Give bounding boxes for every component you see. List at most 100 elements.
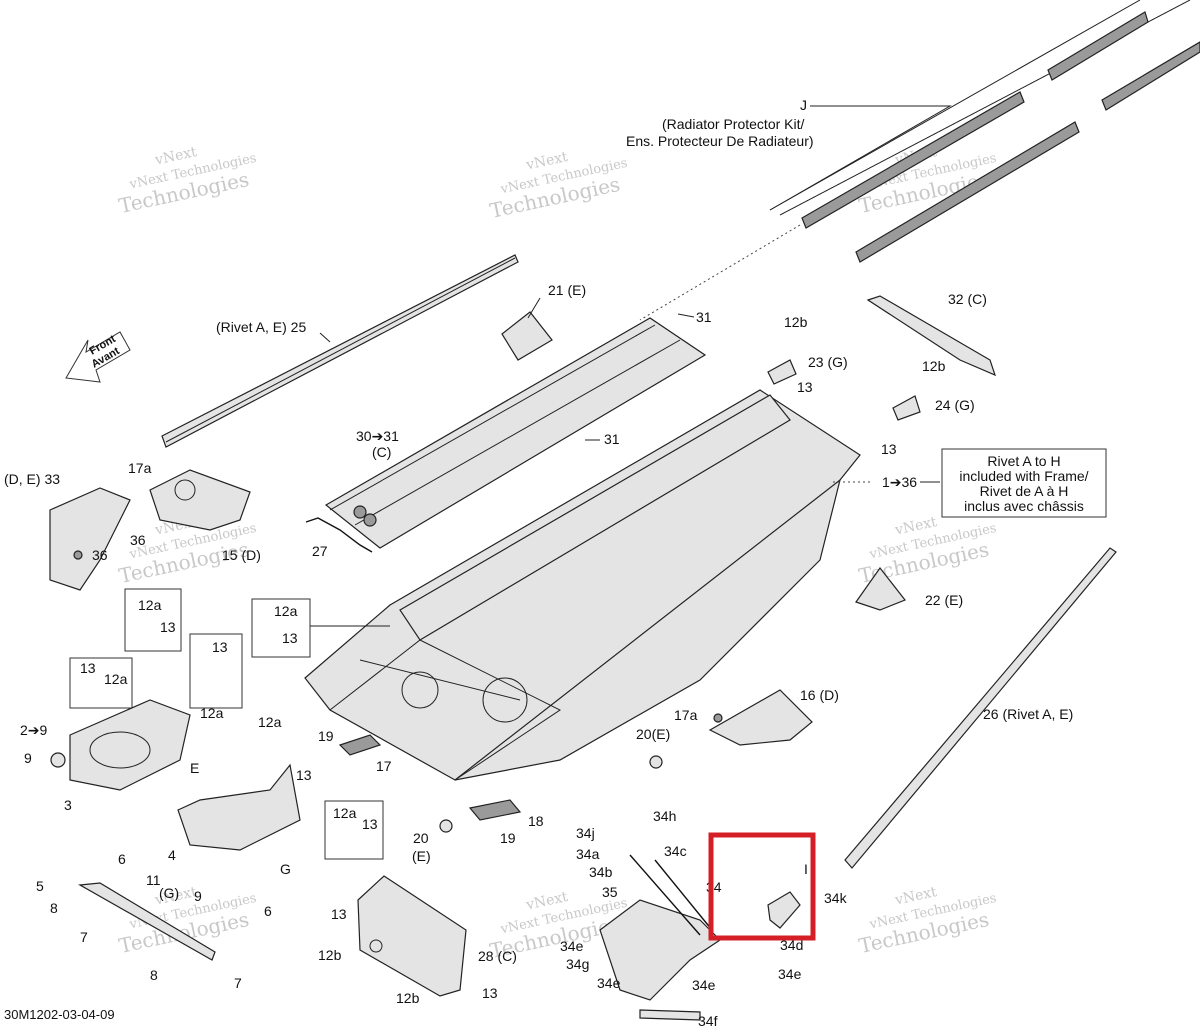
label-34j: 34j xyxy=(576,825,595,841)
part-34-support[interactable]: 34h 34j 34a 34c 34b 34 35 34e 34g 34e 34… xyxy=(560,808,803,1028)
label-13-9: 13 xyxy=(331,906,347,922)
kit-label-fr: Ens. Protecteur De Radiateur) xyxy=(626,133,814,149)
label-12b-2: 12b xyxy=(922,358,946,374)
label-34g: 34g xyxy=(566,956,589,972)
label-31a: 31 xyxy=(696,309,712,325)
label-34e-4: 34e xyxy=(778,966,802,982)
label-G: G xyxy=(280,861,291,877)
label-13-10: 13 xyxy=(482,985,498,1001)
svg-text:13: 13 xyxy=(80,660,96,676)
label-35: 35 xyxy=(602,884,618,900)
part-1-frame[interactable]: 1➔36 xyxy=(304,389,940,781)
part-27-harness[interactable]: 27 xyxy=(305,517,373,559)
label-33: (D, E) 33 xyxy=(4,471,60,487)
part-26-rail[interactable]: 26 (Rivet A, E) xyxy=(844,547,1117,869)
part-4-crossmember[interactable]: E 12a 13 4 G 6 6 11 (G) 9 xyxy=(118,714,312,919)
part-32-bracket[interactable]: 32 (C) xyxy=(866,291,996,377)
label-30-c: (C) xyxy=(372,444,391,460)
part-33-bracket[interactable]: (D, E) 33 36 xyxy=(4,471,131,591)
svg-text:12a: 12a xyxy=(104,671,128,687)
radiator-protector-kit[interactable]: J (Radiator Protector Kit/ Ens. Protecte… xyxy=(626,0,1200,321)
label-I: I xyxy=(804,861,808,877)
label-3: 3 xyxy=(64,797,72,813)
callout-13-12a-d: 13 12a xyxy=(189,633,243,721)
part-23-bracket[interactable]: 12b 23 (G) 13 xyxy=(767,314,848,395)
svg-text:13: 13 xyxy=(282,630,298,646)
part-16-bracket[interactable]: 16 (D) 17a 20(E) xyxy=(636,687,839,769)
label-2: 2➔9 xyxy=(20,722,48,738)
part-18-plate[interactable]: 18 19 xyxy=(468,799,544,846)
label-19-2: 19 xyxy=(500,830,516,846)
label-23: 23 (G) xyxy=(808,354,848,370)
svg-text:inclus avec châssis: inclus avec châssis xyxy=(964,498,1084,514)
svg-text:13: 13 xyxy=(212,639,228,655)
label-20-e: (E) xyxy=(412,848,431,864)
label-20e-1: 20(E) xyxy=(636,726,670,742)
label-12a-5: 12a xyxy=(258,714,282,730)
callout-13-12a-c: 13 12a xyxy=(69,657,133,709)
svg-text:13: 13 xyxy=(362,816,378,832)
part-28-radiator[interactable]: 13 12b 28 (C) 12b 13 xyxy=(318,875,517,1006)
label-1: 1➔36 xyxy=(882,474,917,490)
label-17: 17 xyxy=(376,758,392,774)
label-34h: 34h xyxy=(653,808,676,824)
label-36-1: 36 xyxy=(92,547,108,563)
label-11-g: (G) xyxy=(159,885,179,901)
diagram-code: 30M1202-03-04-09 xyxy=(4,1007,115,1022)
callout-12a-13-e: 12a 13 xyxy=(324,800,384,860)
part-5-skid[interactable]: 5 8 7 8 7 xyxy=(36,878,242,991)
highlight-34k[interactable]: I 34k xyxy=(708,832,848,941)
label-13-2: 13 xyxy=(881,441,897,457)
svg-text:13: 13 xyxy=(160,619,176,635)
label-13-1: 13 xyxy=(797,379,813,395)
label-4: 4 xyxy=(168,847,176,863)
label-31b: 31 xyxy=(604,431,620,447)
part-3-bulkhead[interactable]: 2➔9 9 3 xyxy=(20,699,191,813)
label-32: 32 (C) xyxy=(948,291,987,307)
label-9-1: 9 xyxy=(24,750,32,766)
watermark: vNext vNext Technologies Technologies xyxy=(857,144,998,218)
svg-text:Rivet A to H: Rivet A to H xyxy=(987,453,1060,469)
protector-strip xyxy=(801,11,1200,263)
svg-text:included with Frame/: included with Frame/ xyxy=(959,468,1088,484)
label-21: 21 (E) xyxy=(548,282,586,298)
label-34c: 34c xyxy=(664,843,687,859)
label-12b-3: 12b xyxy=(318,947,342,963)
label-34a: 34a xyxy=(576,846,600,862)
label-34: 34 xyxy=(706,879,722,895)
svg-text:12a: 12a xyxy=(274,603,298,619)
label-8-1: 8 xyxy=(50,900,58,916)
label-34d: 34d xyxy=(780,937,803,953)
part-30-tunnel[interactable]: 30➔31 (C) 31 31 xyxy=(324,309,712,549)
svg-text:12a: 12a xyxy=(200,705,224,721)
part-21-bracket[interactable]: 21 (E) xyxy=(501,282,586,361)
label-27: 27 xyxy=(312,543,328,559)
callout-12a-13-a: 12a 13 xyxy=(124,588,182,652)
label-12b-1: 12b xyxy=(784,314,808,330)
label-26: 26 (Rivet A, E) xyxy=(983,706,1073,722)
label-34k: 34k xyxy=(824,890,848,906)
label-34b: 34b xyxy=(589,864,613,880)
part-25-rail[interactable]: (Rivet A, E) 25 xyxy=(161,254,519,448)
part-24-bracket[interactable]: 12b 24 (G) 13 xyxy=(881,358,975,457)
label-20-2: 20 xyxy=(413,830,429,846)
label-30: 30➔31 xyxy=(356,428,399,444)
watermark: vNext vNext Technologies Technologies xyxy=(488,149,629,223)
label-16: 16 (D) xyxy=(800,687,839,703)
label-34f: 34f xyxy=(698,1013,718,1028)
label-6-2: 6 xyxy=(264,903,272,919)
part-20-grommet[interactable]: 20 (E) xyxy=(412,819,453,864)
rivet-note: Rivet A to H included with Frame/ Rivet … xyxy=(941,448,1107,518)
label-5: 5 xyxy=(36,878,44,894)
part-22-bracket[interactable]: 22 (E) xyxy=(855,566,963,611)
callout-12a-13-b: 12a 13 xyxy=(251,598,390,658)
svg-text:Rivet de A à H: Rivet de A à H xyxy=(980,483,1069,499)
part-15-bumper[interactable]: 17a 15 (D) 36 xyxy=(128,460,261,563)
svg-text:12a: 12a xyxy=(333,805,357,821)
kit-label-en: (Radiator Protector Kit/ xyxy=(662,116,804,132)
label-17a-1: 17a xyxy=(128,460,152,476)
label-36-2: 36 xyxy=(130,532,146,548)
watermark: vNext vNext Technologies Technologies xyxy=(117,144,258,218)
part-17-plate[interactable]: 19 17 xyxy=(318,728,392,774)
